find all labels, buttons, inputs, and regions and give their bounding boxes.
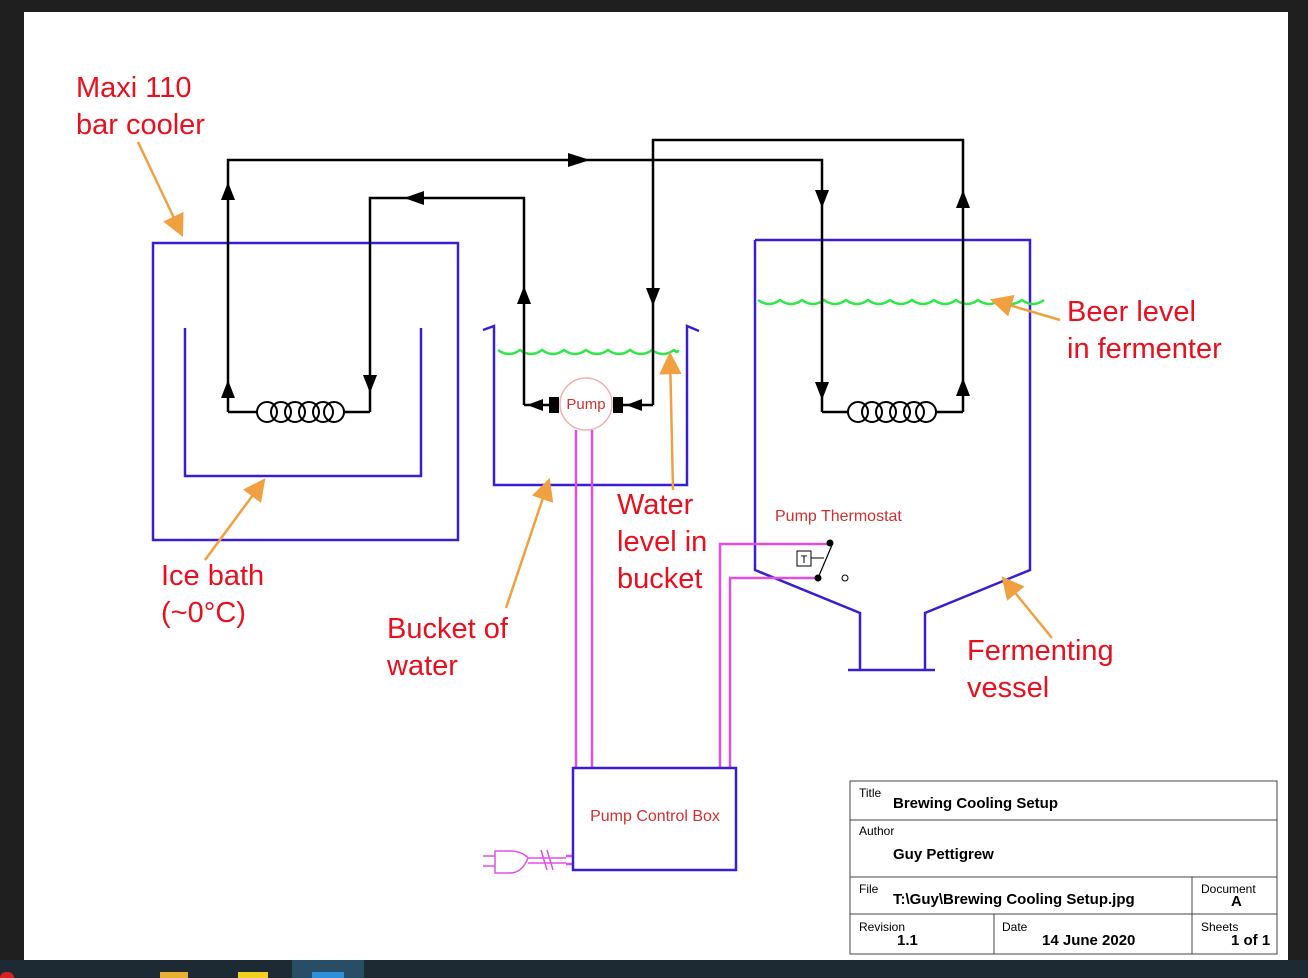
sheets-field-value: 1 of 1 [1231, 932, 1270, 949]
pump-label: Pump [566, 396, 605, 413]
active-app-taskbar-button[interactable] [292, 960, 364, 978]
author-field-label: Author [859, 824, 894, 838]
beer-label-line1: Beer level [1067, 296, 1196, 328]
title-block [849, 780, 1278, 955]
date-field-value: 14 June 2020 [1042, 932, 1135, 949]
icebath-label-line1: Ice bath [161, 560, 264, 592]
document-field-value: A [1231, 893, 1242, 910]
waterlevel-label-line1: Water [617, 489, 694, 521]
cooler-label-line2: bar cooler [76, 109, 205, 141]
pump-control-box [571, 766, 738, 872]
taskbar [0, 960, 1308, 978]
file-field-label: File [859, 882, 879, 896]
revision-field-label: Revision [859, 920, 905, 934]
browser-taskbar-icon[interactable] [0, 972, 14, 978]
water-bucket [482, 324, 700, 487]
waterlevel-label-line2: level in [617, 526, 707, 558]
fermenting-vessel [753, 238, 1032, 672]
cooler-label-line1: Maxi 110 [76, 72, 192, 104]
folder-taskbar-icon[interactable] [160, 972, 188, 978]
notes-taskbar-icon[interactable] [238, 972, 268, 978]
pump: Pump [549, 377, 623, 431]
annotation-arrows [136, 141, 1061, 639]
author-field-value: Guy Pettigrew [893, 846, 994, 863]
revision-field-value: 1.1 [897, 932, 918, 949]
photos-taskbar-icon[interactable] [312, 972, 344, 978]
pump-thermostat-label: Pump Thermostat [775, 508, 902, 525]
date-field-label: Date [1002, 920, 1028, 934]
sheets-field-label: Sheets [1201, 920, 1238, 934]
icebath-label-line2: (~0°C) [161, 597, 246, 629]
title-field-label: Title [859, 786, 882, 800]
bucket-label-line2: water [386, 650, 458, 682]
title-field-value: Brewing Cooling Setup [893, 795, 1058, 812]
ice-bath-coil [256, 401, 345, 423]
power-plug-icon [483, 849, 566, 874]
ice-bath [183, 328, 423, 478]
thermostat-switch: T [796, 539, 849, 582]
thermostat-t-label: T [801, 554, 808, 566]
vessel-label-line2: vessel [967, 672, 1049, 704]
document-field-label: Document [1201, 882, 1256, 896]
fermenter-coil [847, 401, 937, 423]
flow-arrows [221, 153, 970, 411]
waterlevel-label-line3: bucket [617, 563, 702, 595]
bucket-label-line1: Bucket of [387, 613, 509, 645]
file-field-value: T:\Guy\Brewing Cooling Setup.jpg [893, 891, 1135, 908]
vessel-label-line1: Fermenting [967, 635, 1114, 667]
control-box-label: Pump Control Box [590, 808, 720, 825]
bar-cooler [151, 241, 460, 542]
pump-wiring [566, 430, 830, 866]
beer-label-line2: in fermenter [1067, 333, 1222, 365]
